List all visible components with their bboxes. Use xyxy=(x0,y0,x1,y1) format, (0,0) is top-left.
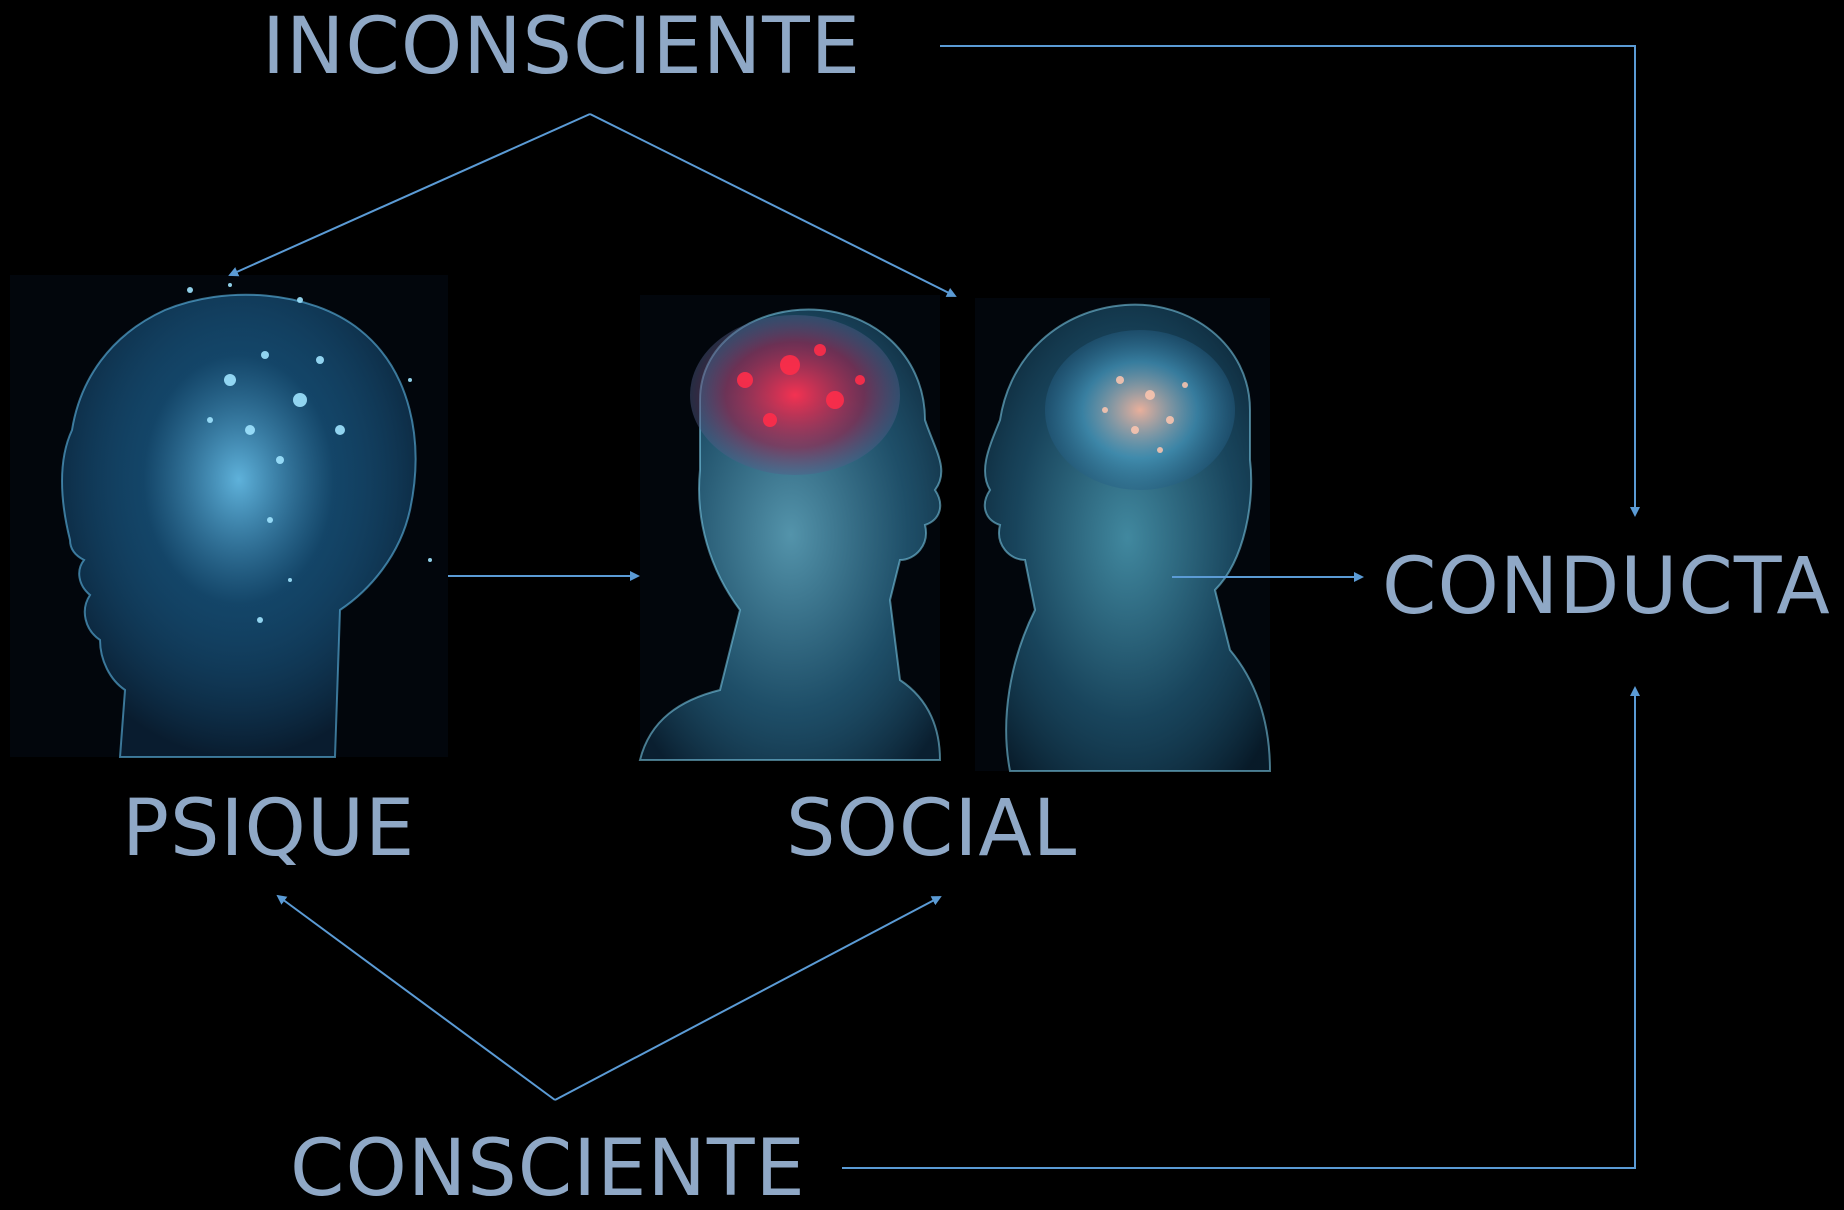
social-label: SOCIAL xyxy=(786,784,1078,874)
arrow-inconsciente-to-psique xyxy=(228,113,591,277)
psique-head-illustration xyxy=(10,275,448,758)
consciente-label: CONSCIENTE xyxy=(290,1124,806,1210)
arrow-consciente-to-conducta xyxy=(842,686,1640,1169)
arrow-consciente-to-social xyxy=(554,896,942,1101)
inconsciente-label: INCONSCIENTE xyxy=(262,2,862,92)
arrow-consciente-to-psique xyxy=(276,894,556,1101)
psique-label: PSIQUE xyxy=(122,784,416,874)
male-head-illustration xyxy=(638,295,943,761)
arrow-inconsciente-to-conducta xyxy=(940,45,1640,517)
female-head-illustration xyxy=(975,298,1272,772)
arrow-inconsciente-to-social xyxy=(589,113,957,297)
conducta-label: CONDUCTA xyxy=(1382,542,1831,632)
